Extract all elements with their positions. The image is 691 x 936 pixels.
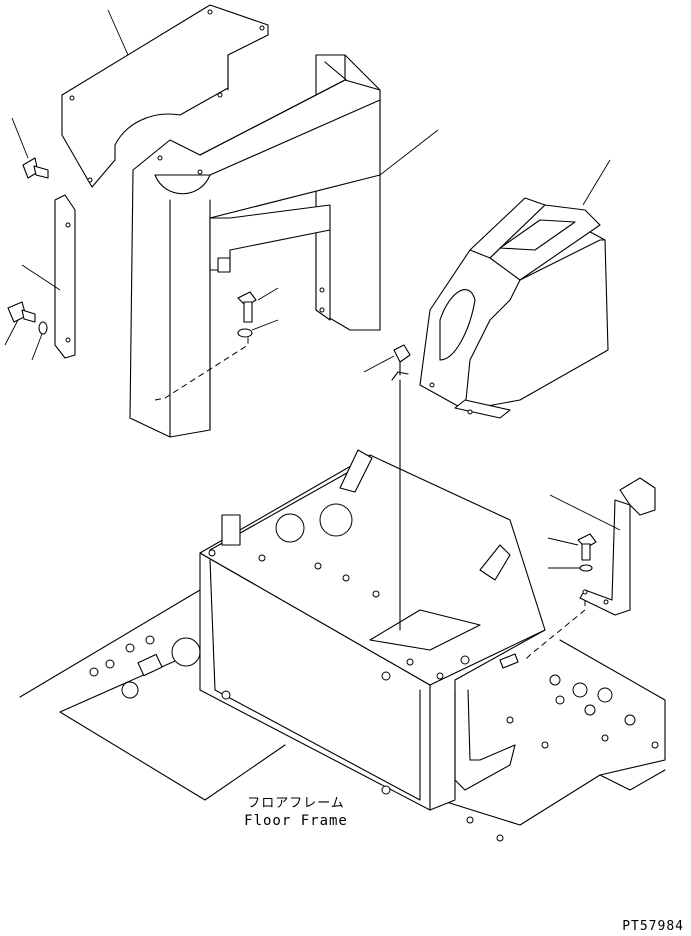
washer: [237, 319, 279, 338]
bolt: [11, 117, 49, 179]
operator-floor-box: [199, 449, 546, 811]
clip: [363, 344, 411, 631]
floor-frame: フロアフレーム Floor Frame: [19, 589, 666, 842]
bolt: [547, 533, 597, 561]
console-cover: [419, 159, 611, 419]
floor-frame-label-en: Floor Frame: [244, 813, 348, 829]
washer: [548, 564, 593, 572]
rear-column-cover: [129, 54, 439, 438]
bolt: [4, 301, 36, 346]
floor-frame-label-jp: フロアフレーム: [247, 796, 345, 811]
mounting-bracket: [524, 477, 656, 661]
side-bracket: [21, 194, 76, 359]
top-cover-plate: [61, 4, 269, 188]
bolt: [237, 287, 279, 323]
washer: [31, 321, 48, 361]
drawing-number: PT57984: [622, 919, 684, 934]
